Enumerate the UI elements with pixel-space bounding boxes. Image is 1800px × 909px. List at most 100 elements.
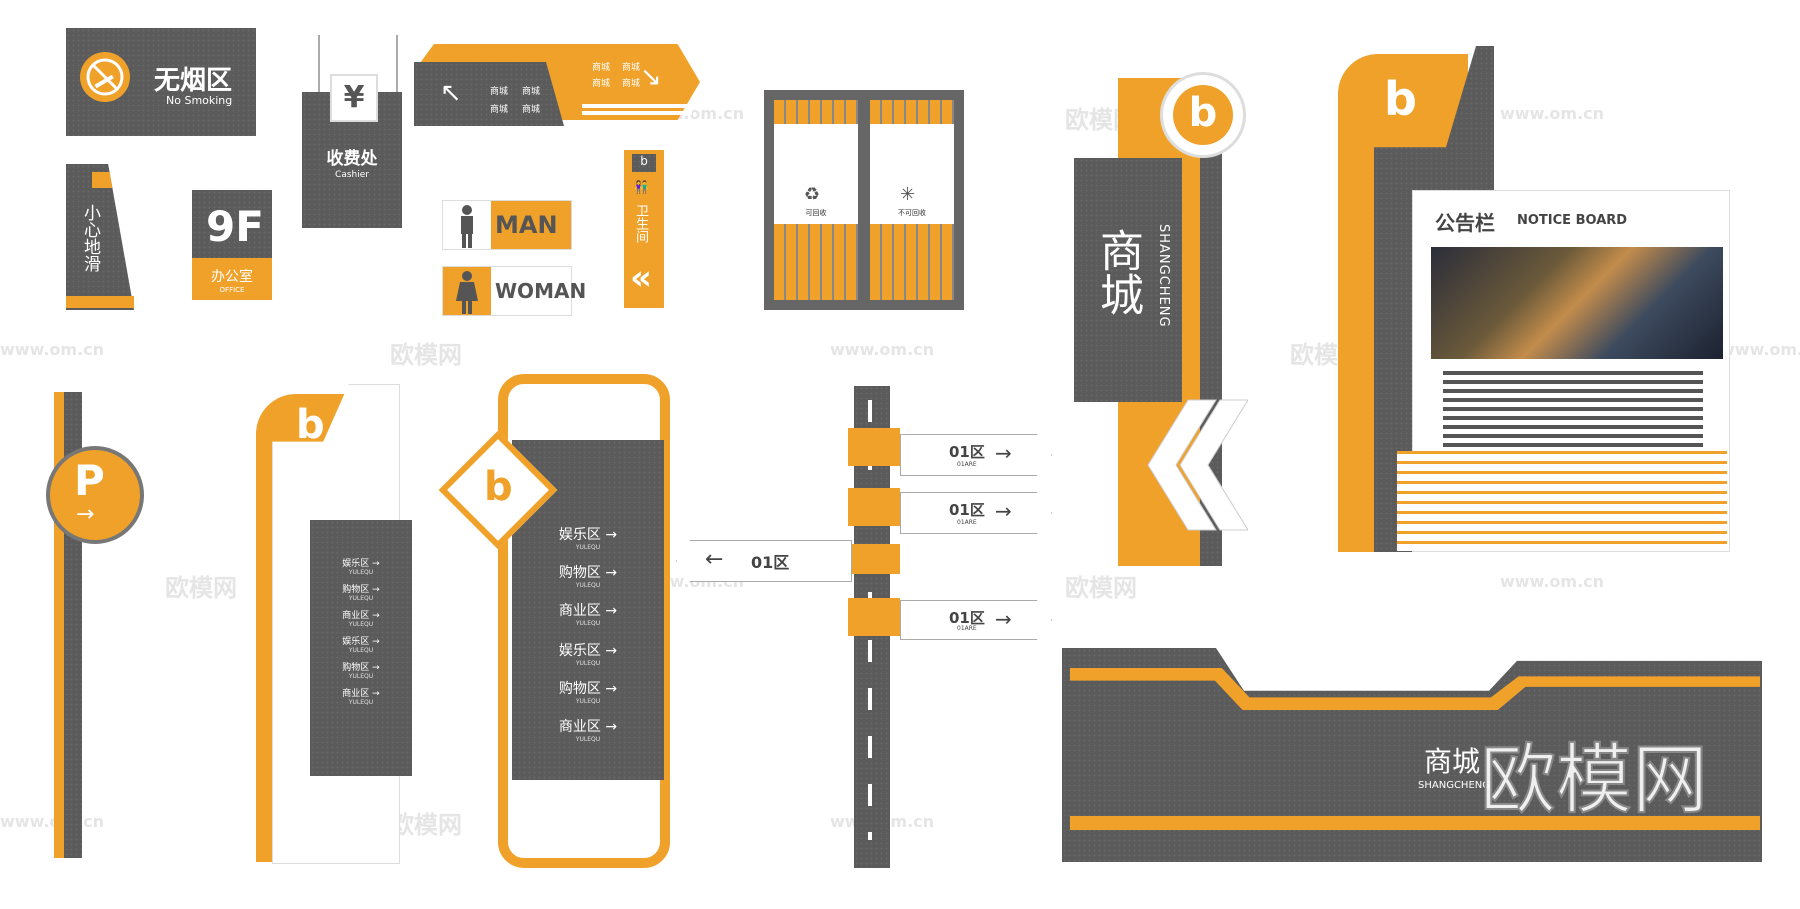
woman-icon [443,267,491,315]
diagonal-arrow-icon: ↖ [440,78,462,108]
directory-panel: 娱乐区 →YULEQU 购物区 →YULEQU 商业区 →YULEQU 娱乐区 … [310,520,412,776]
notice-title-en: NOTICE BOARD [1517,213,1628,228]
wall-title: 商城 [1424,745,1481,778]
direction-label: 01区 [949,443,985,461]
watermark: www.om.cn [1500,572,1605,591]
floor-label-band: 办公室 OFFICE [192,258,272,300]
direction-label: 01区 [949,609,985,627]
parking-pole-stripe [54,392,64,858]
mall-title-panel: 商城 [1074,158,1182,402]
direction-sub: 01ARE [957,625,977,632]
notice-title: 公告栏 [1435,211,1495,235]
floor-number: 9F [206,202,264,251]
direction-sign-right: 01区 01ARE → [900,434,1052,476]
no-smoking-title: 无烟区 [154,66,233,96]
logo-b-icon: b [1384,72,1417,126]
arrow-label: 商城 [490,105,509,115]
arrow-right-icon: → [76,502,95,527]
stripe [582,111,692,115]
watermark: www.om.cn [0,340,105,359]
man-icon [443,201,491,249]
restroom-icon: 👫 [634,180,649,194]
directory-item: 商业区 →YULEQU [558,603,618,627]
parking-sign: P → [46,446,144,544]
arrow-label: 商城 [592,79,611,89]
post-clamp [848,544,900,574]
arrow-label: 商城 [522,105,541,115]
stripe [582,104,692,108]
post-clamp [848,488,900,526]
restroom-vertical-sign: b 👫 卫生间 « [624,150,664,308]
parking-letter: P [74,456,105,505]
directory-item: 娱乐区 →YULEQU [558,643,618,667]
arrow-right-icon: → [995,441,1012,465]
hang-wire-right [396,35,398,95]
bin-top-stripe [774,100,858,124]
arrow-left-icon: ← [705,547,724,572]
directory-item: 娱乐区 →YULEQU [342,559,380,576]
man-sign: MAN [442,200,572,250]
direction-sign-left: ← 01区 [676,540,852,582]
directory-item: 娱乐区 →YULEQU [558,527,618,551]
non-recycle-icon: ✳ [900,184,916,205]
watermark: www.om.cn [1500,104,1605,123]
no-smoking-subtitle: No Smoking [166,94,233,107]
direction-label: 01区 [751,553,790,572]
direction-sub: 01ARE [957,519,977,526]
cashier-sub: Cashier [335,170,369,180]
recycle-icon: ♻ [804,184,821,205]
direction-sign-right: 01区 01ARE → [900,492,1052,534]
hang-wire-left [318,35,320,95]
directory-item: 商业区 →YULEQU [558,719,618,743]
watermark: www.om.cn [1720,340,1800,359]
caution-slippery-sign: 小心地滑 [66,164,134,310]
no-smoking-icon [80,52,130,102]
arrow-right-icon: → [995,607,1012,631]
wall-pinyin: SHANGCHENG [1418,780,1490,791]
yen-icon: ¥ [330,74,378,122]
watermark: 欧模网 [390,341,462,369]
post-clamp [848,598,900,636]
directory-item: 购物区 →YULEQU [342,663,380,680]
mall-pinyin: SHANGCHENG [1156,224,1171,328]
woman-sign: WOMAN [442,266,586,316]
bin-top-stripe [870,100,954,124]
notice-photo [1431,247,1723,359]
cashier-sign: ¥ 收费处 Cashier [302,74,402,228]
slip-icon [92,172,112,188]
diagonal-arrow-icon: ↘ [640,62,662,92]
big-watermark: 欧模网 [1479,734,1709,825]
logo-b-icon: b [1173,85,1233,145]
cashier-title: 收费处 [326,149,378,169]
bin-right: ✳ 不可回收 [870,100,954,300]
watermark: www.om.cn [830,340,935,359]
floor-sub: OFFICE [219,286,245,294]
directory-item: 购物区 →YULEQU [558,681,618,705]
watermark: www.om.cn [0,812,105,831]
directory-item: 购物区 →YULEQU [558,565,618,589]
mall-logo-icon: b [1160,72,1246,158]
direction-label: 01区 [949,501,985,519]
notice-board: 公告栏 NOTICE BOARD [1397,190,1730,552]
floor-sign: 9F 办公室 OFFICE [192,190,272,300]
no-smoking-sign: 无烟区 No Smoking [66,28,256,136]
direction-sign-right: 01区 01ARE → [900,600,1052,640]
directory-item: 购物区 →YULEQU [342,585,380,602]
directory-item: 商业区 →YULEQU [342,611,380,628]
arrow-label: 商城 [622,63,641,73]
bin-left-label: 可回收 [805,209,827,217]
arrow-label: 商城 [522,87,541,97]
recycling-bins: ♻ 可回收 ✳ 不可回收 [764,90,964,310]
logo-b-icon: b [484,464,513,510]
restroom-vertical-label: 卫生间 [633,204,648,243]
man-label: MAN [495,211,558,239]
arrow-label: 商城 [490,87,509,97]
bin-bottom-stripes [774,224,858,300]
directory-item: 娱乐区 →YULEQU [342,637,380,654]
watermark: 欧模网 [165,574,237,602]
chevron-left-icon: « [630,258,652,298]
notice-text-lines [1443,371,1703,461]
bin-bottom-stripes [870,224,954,300]
post-clamp [848,428,900,466]
directory-item: 商业区 →YULEQU [342,689,380,706]
